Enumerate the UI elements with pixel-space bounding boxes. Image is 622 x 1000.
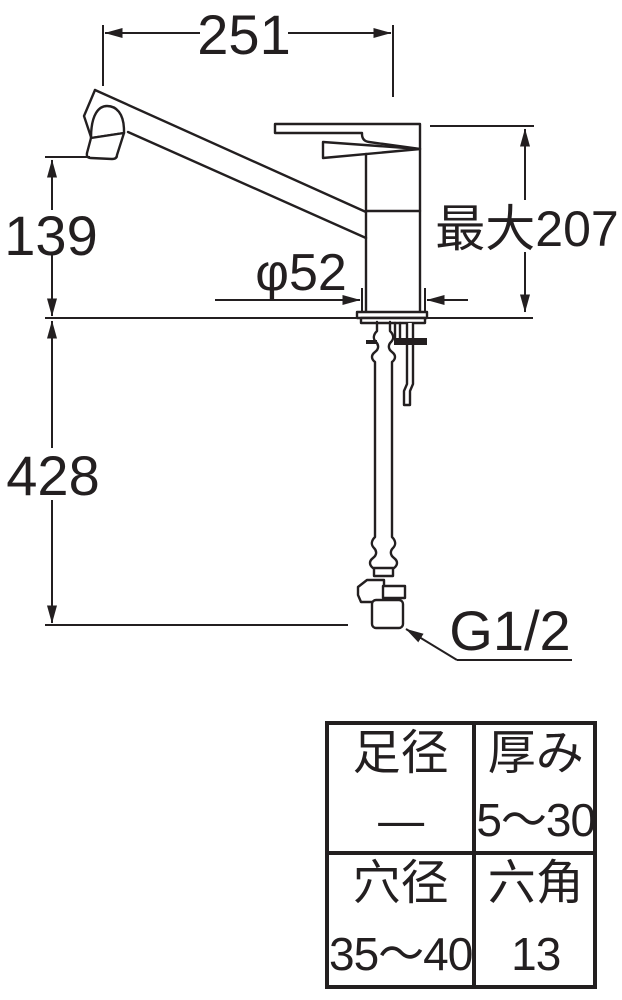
hose-right-edge — [387, 320, 399, 570]
dim-label-phi52: φ52 — [255, 244, 347, 302]
spec-value: 35〜40 — [329, 928, 473, 980]
spout-tube-top — [93, 88, 368, 214]
faucet-outline — [45, 88, 533, 630]
dim-label-251: 251 — [197, 3, 290, 66]
threaded-shank — [402, 323, 415, 407]
spout-outlet — [85, 131, 126, 161]
dimension-spout-reach: 251 — [102, 3, 394, 97]
spout-tube-bottom — [126, 130, 368, 240]
spout-aerator-dome — [89, 104, 126, 140]
spec-label: 穴径 — [352, 857, 449, 910]
handle-lever — [273, 122, 422, 151]
dimension-base-diameter: φ52 — [215, 244, 468, 311]
spec-label: 厚み — [487, 727, 584, 780]
spec-label: 六角 — [487, 857, 584, 910]
base-flange-bottom — [359, 316, 427, 325]
spec-cell-hole-diameter: 穴径 35〜40 — [329, 855, 477, 985]
connector-thread-end — [370, 598, 405, 630]
faucet-diagram: 251 139 428 最大207 φ52 — [4, 3, 619, 662]
hose-left-edge — [368, 320, 380, 570]
connector-angle-piece — [356, 578, 386, 604]
hose-collar — [372, 566, 395, 578]
spec-cell-foot-diameter: 足径 — — [329, 725, 477, 855]
connector-nut — [381, 584, 407, 600]
lock-plate — [394, 338, 427, 345]
spec-value: — — [378, 794, 424, 846]
spec-value: 5〜30 — [476, 794, 596, 846]
dimension-hose-length: 428 — [6, 320, 348, 626]
spec-table: 足径 — 厚み 5〜30 穴径 35〜40 六角 13 — [325, 721, 597, 989]
dimension-max-height: 最大207 — [430, 125, 619, 313]
dim-label-428: 428 — [6, 444, 99, 507]
spec-label: 足径 — [352, 727, 449, 780]
spout-head-back — [82, 88, 97, 139]
spec-value: 13 — [511, 928, 561, 980]
mounting-studs — [393, 321, 402, 340]
dim-label-max207: 最大207 — [435, 201, 618, 257]
dim-label-139: 139 — [4, 204, 97, 267]
callout-thread-size: G1/2 — [405, 599, 572, 662]
spec-cell-hex: 六角 13 — [476, 855, 595, 985]
spec-cell-thickness: 厚み 5〜30 — [476, 725, 596, 855]
handle-skirt — [321, 140, 422, 160]
dim-label-g12: G1/2 — [449, 599, 570, 662]
hose-clip — [366, 340, 377, 344]
dimension-spout-height: 139 — [4, 156, 98, 317]
